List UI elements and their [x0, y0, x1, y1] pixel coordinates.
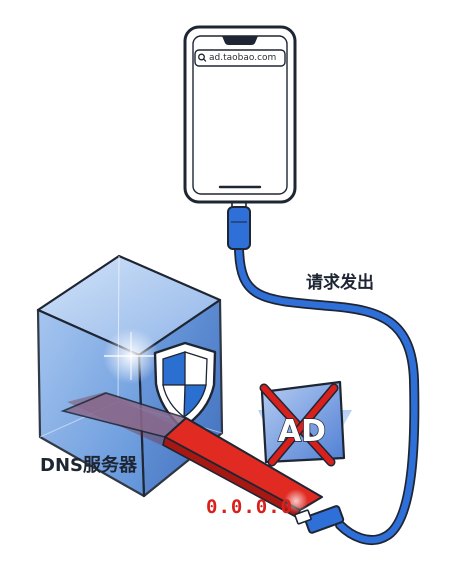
request-sent-label: 请求发出 — [306, 273, 374, 293]
dns-server-label: DNS服务器 — [40, 455, 137, 476]
search-icon — [198, 53, 207, 62]
cable-plug — [294, 505, 345, 534]
smartphone — [183, 25, 297, 204]
shield-icon — [153, 341, 217, 430]
block-cross-icon — [259, 383, 339, 467]
address-bar-url: ad.taobao.com — [209, 53, 277, 63]
ad-badge-text: AD — [278, 414, 326, 449]
usb-cable — [234, 243, 420, 545]
response-bar — [60, 392, 323, 519]
address-bar[interactable] — [194, 49, 286, 67]
resolved-ip-label: 0.0.0.0 — [206, 496, 294, 518]
